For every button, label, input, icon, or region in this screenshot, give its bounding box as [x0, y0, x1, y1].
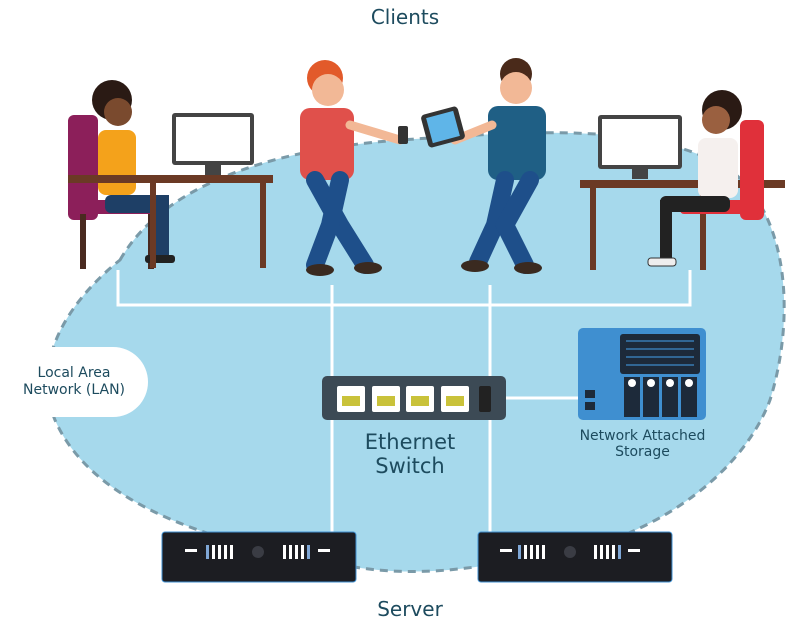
server-right [477, 531, 673, 583]
nas-label-line1: Network Attached [579, 428, 706, 444]
clients-label: Clients [370, 5, 440, 29]
client-man-phone [300, 60, 408, 276]
client-woman-right [580, 90, 785, 270]
server-label: Server [377, 597, 443, 621]
switch-label-line2: Switch [375, 454, 445, 479]
network-attached-storage [578, 328, 706, 420]
client-woman-left [68, 80, 273, 269]
ethernet-switch [322, 376, 506, 420]
lan-label-line1: Local Area [37, 365, 111, 382]
lan-area [45, 131, 786, 574]
server-left [161, 531, 357, 583]
client-man-tablet [421, 58, 546, 274]
nas-label-line2: Storage [615, 444, 670, 461]
switch-label-line1: Ethernet [364, 430, 456, 454]
ethernet-switch-label: Ethernet Switch [345, 430, 475, 478]
lan-label-line2: Network (LAN) [23, 382, 125, 398]
nas-label: Network Attached Storage [550, 428, 735, 460]
switch-ports [337, 386, 469, 412]
